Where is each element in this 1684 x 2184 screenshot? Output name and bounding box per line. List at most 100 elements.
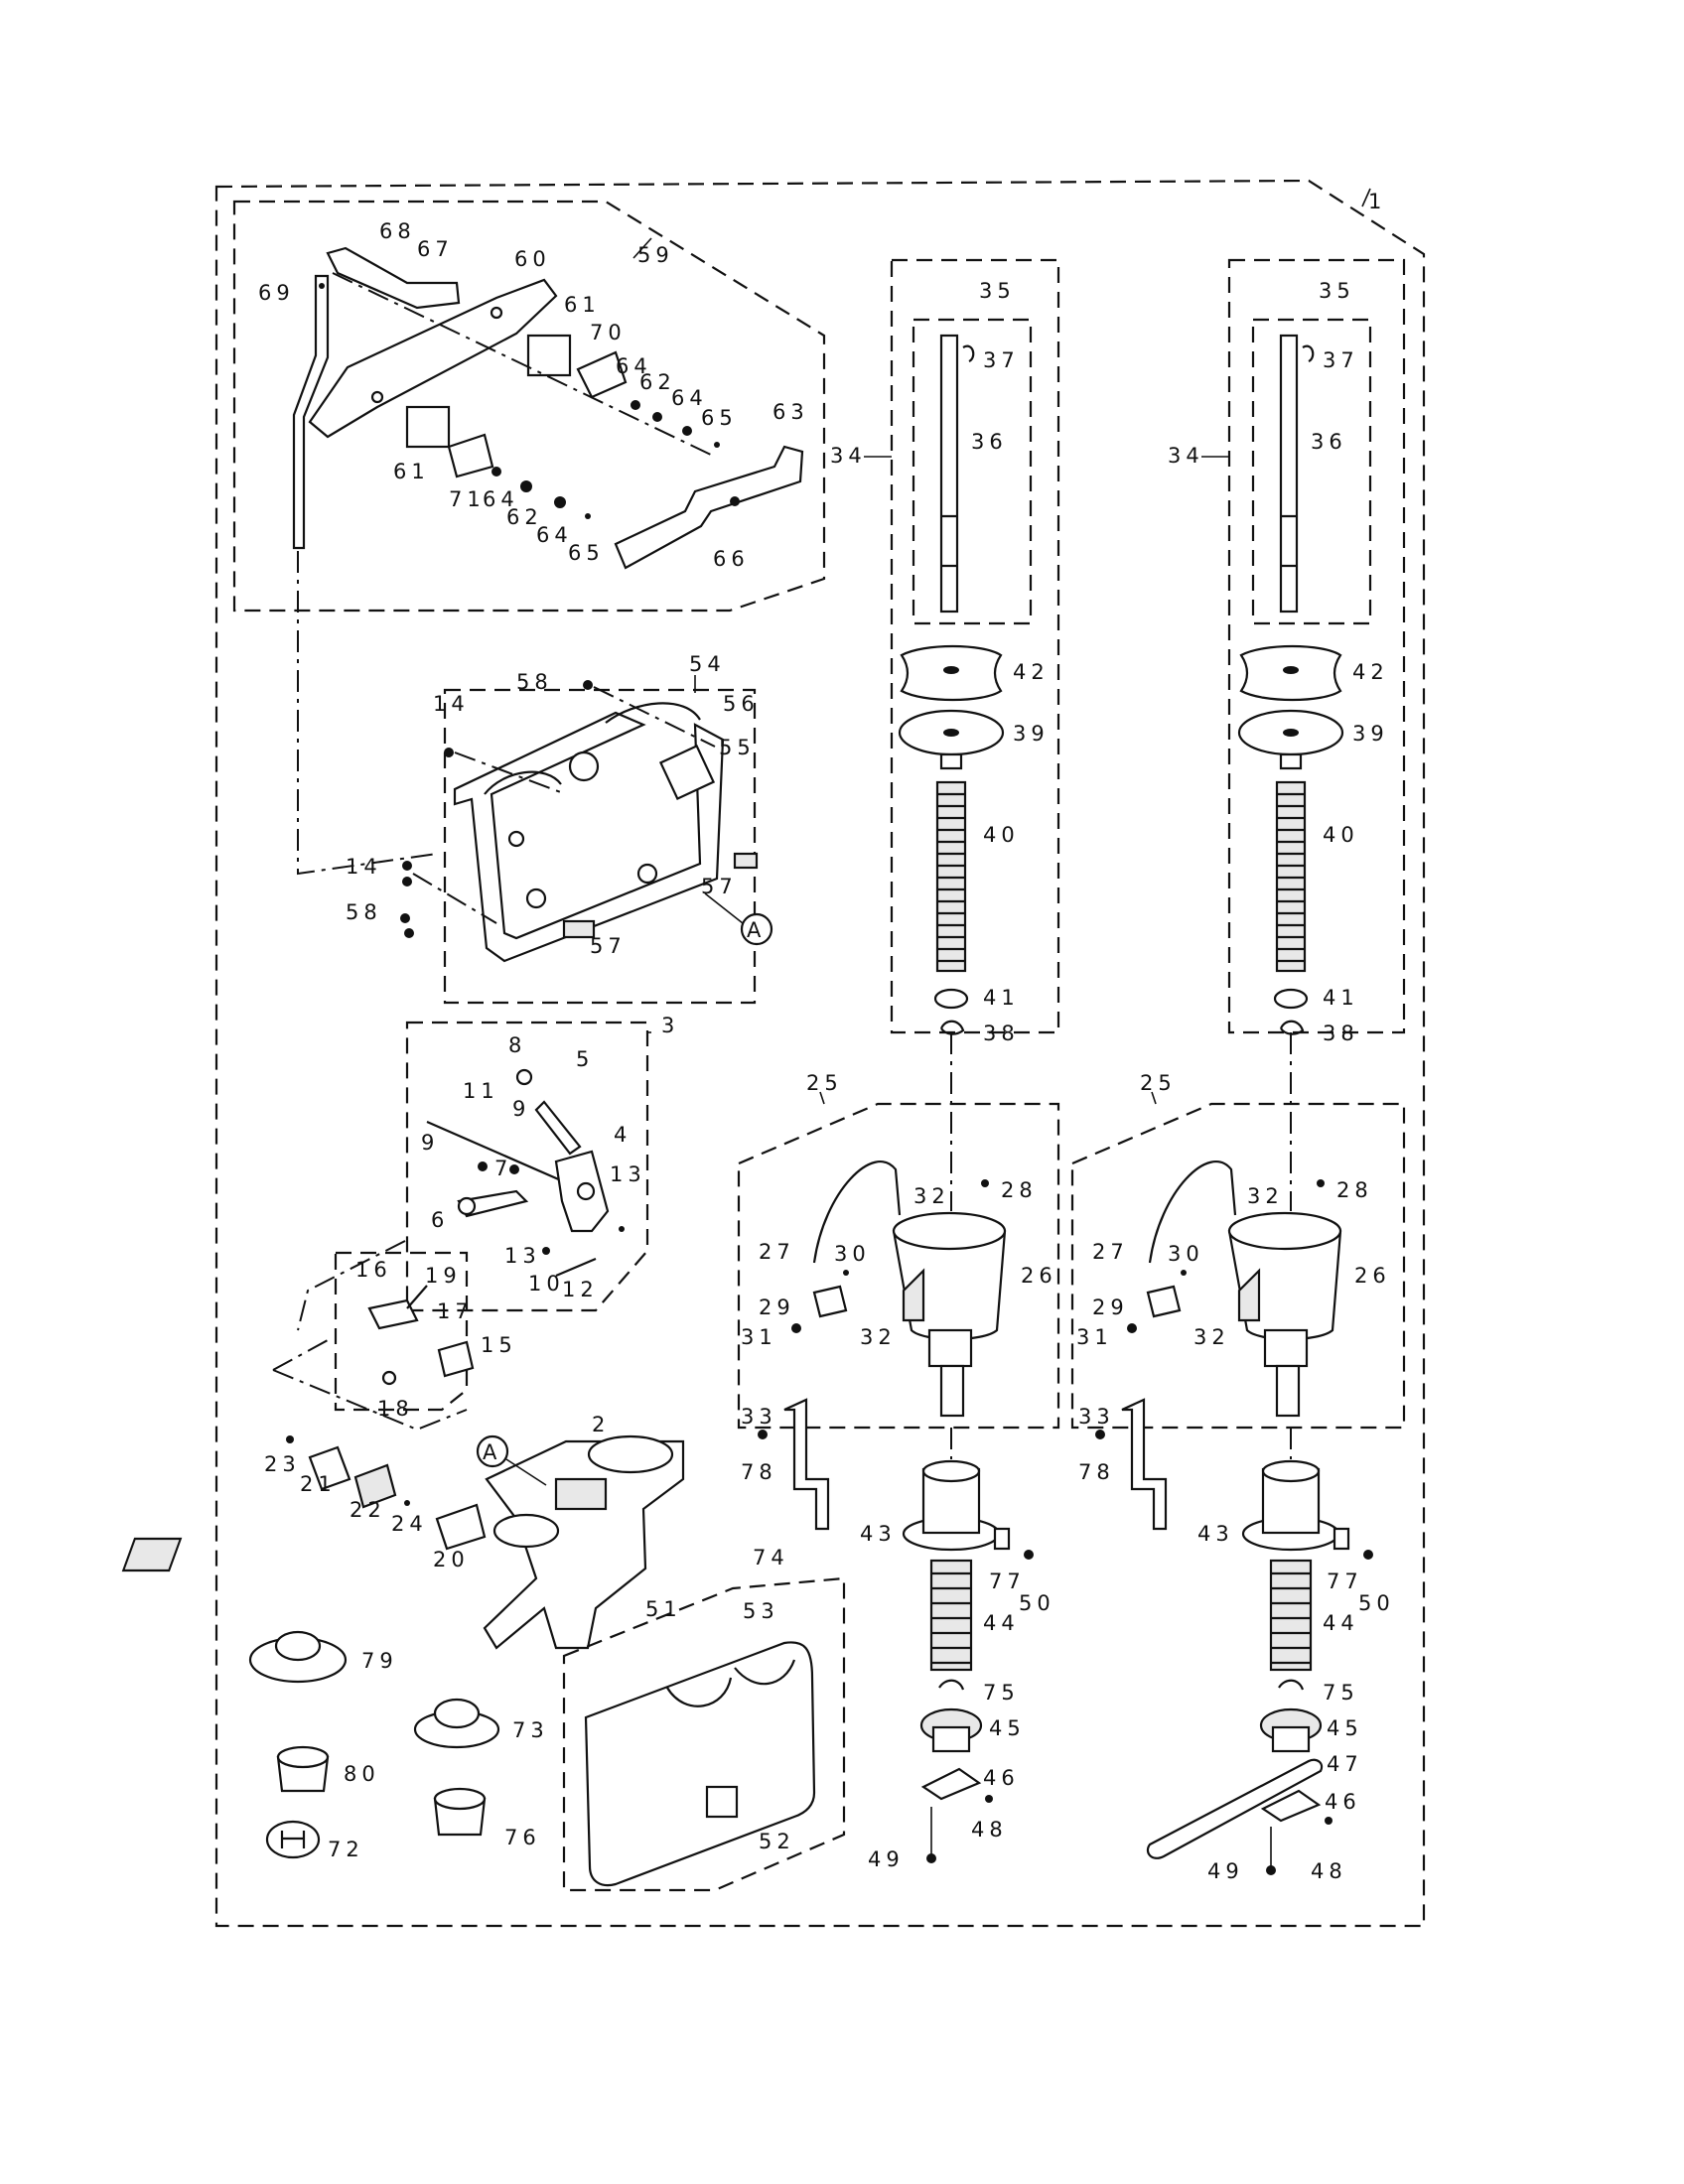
- callout-70: 70: [590, 321, 627, 344]
- frame-54: [453, 711, 725, 963]
- callout-52: 52: [759, 1830, 795, 1853]
- gear-45-left: [919, 1707, 983, 1753]
- callout-21: 21: [300, 1472, 337, 1496]
- e-ring-38-right: [1279, 1020, 1305, 1035]
- callout-14-top: 14: [433, 692, 470, 716]
- shaft-36-left: [939, 334, 959, 614]
- callout-61-top: 61: [564, 293, 601, 317]
- callout-33-right: 33: [1078, 1405, 1115, 1429]
- plate-46-right: [1260, 1789, 1322, 1823]
- callout-44-left: 44: [983, 1611, 1020, 1635]
- callout-77-right: 77: [1327, 1570, 1363, 1593]
- spring-44-left: [929, 1559, 973, 1672]
- callout-58-bottom: 58: [346, 900, 382, 924]
- e-ring-75-right: [1278, 1679, 1305, 1691]
- callout-37-left: 37: [983, 348, 1020, 372]
- callout-38-left: 38: [983, 1022, 1020, 1045]
- callout-78-right: 78: [1078, 1460, 1115, 1484]
- callout-64-c: 64: [483, 487, 519, 511]
- callout-64-a: 64: [616, 354, 652, 378]
- callout-34-right: 34: [1168, 444, 1204, 468]
- callout-30-left: 30: [834, 1242, 871, 1266]
- callout-35-right: 35: [1319, 279, 1355, 303]
- callout-18: 18: [377, 1397, 414, 1421]
- bracket-61-top: [526, 334, 572, 377]
- base-frame-2: [483, 1439, 685, 1650]
- hanger-wire-27-right: [1148, 1160, 1237, 1264]
- callout-12: 12: [562, 1278, 599, 1301]
- callout-47: 47: [1327, 1752, 1363, 1776]
- callout-64-b: 64: [671, 386, 708, 410]
- callout-49-right: 49: [1207, 1859, 1244, 1883]
- callout-46-right: 46: [1325, 1790, 1361, 1814]
- callout-71: 71: [449, 487, 486, 511]
- callout-49-left: 49: [868, 1847, 905, 1871]
- group-3-boundary: [405, 1021, 649, 1312]
- callout-64-d: 64: [536, 523, 573, 547]
- callout-36-right: 36: [1311, 430, 1347, 454]
- callout-65-top: 65: [701, 406, 738, 430]
- callout-46-left: 46: [983, 1766, 1020, 1790]
- belt-bar-47: [1146, 1758, 1324, 1859]
- callout-33-left: 33: [741, 1405, 777, 1429]
- group-25-boundary-right: [1070, 1102, 1406, 1430]
- callout-74: 74: [753, 1546, 789, 1570]
- callout-26-right: 26: [1354, 1264, 1391, 1288]
- flange-sleeve-43-left: [902, 1459, 1001, 1552]
- reference-marker-a-upper: [740, 912, 773, 946]
- callout-29-right: 29: [1092, 1296, 1129, 1319]
- callout-5: 5: [576, 1047, 594, 1071]
- callout-37-right: 37: [1323, 348, 1359, 372]
- bracket-61-bottom: [405, 405, 451, 449]
- callout-39-right: 39: [1352, 722, 1389, 746]
- callout-55: 55: [719, 736, 756, 759]
- callout-51: 51: [645, 1597, 682, 1621]
- cover-52: [584, 1641, 816, 1887]
- foot-79: [248, 1630, 348, 1684]
- callout-40-left: 40: [983, 823, 1020, 847]
- group-35-boundary-right: [1251, 318, 1372, 625]
- callout-41-right: 41: [1323, 986, 1359, 1010]
- callout-15: 15: [481, 1333, 517, 1357]
- label-74: [121, 1537, 183, 1572]
- group-51-boundary: [562, 1576, 846, 1892]
- group-54-boundary: [443, 688, 757, 1005]
- callout-43-left: 43: [860, 1522, 897, 1546]
- callout-80: 80: [344, 1762, 380, 1786]
- gear-shaft-20: [435, 1503, 487, 1551]
- callout-79: 79: [361, 1649, 398, 1673]
- latch-29-left: [812, 1285, 848, 1318]
- housing-21: [308, 1445, 351, 1491]
- spindle-column-right: [1070, 258, 1406, 1875]
- callout-16: 16: [355, 1258, 392, 1282]
- holder-16: [367, 1298, 419, 1330]
- bracket-71: [447, 433, 494, 478]
- callout-32-bottom-left: 32: [860, 1325, 897, 1349]
- lever-5: [534, 1100, 582, 1156]
- cap-80: [276, 1745, 330, 1793]
- washer-41-right: [1273, 988, 1309, 1010]
- callout-8: 8: [508, 1033, 526, 1057]
- reference-marker-a-lower: [476, 1434, 509, 1468]
- callout-28-right: 28: [1336, 1178, 1373, 1202]
- pin-37-left: [962, 344, 975, 362]
- callout-56: 56: [723, 692, 760, 716]
- callout-40-right: 40: [1323, 823, 1359, 847]
- e-ring-75-left: [938, 1679, 965, 1691]
- bracket-33-right: [1121, 1398, 1168, 1531]
- callout-42-right: 42: [1352, 660, 1389, 684]
- callout-25-right: 25: [1140, 1071, 1177, 1095]
- callout-67: 67: [417, 237, 454, 261]
- callout-17: 17: [437, 1299, 474, 1323]
- callout-25-left: 25: [806, 1071, 843, 1095]
- callout-1: 1: [1368, 190, 1386, 213]
- callout-39-left: 39: [1013, 722, 1050, 746]
- callout-60: 60: [514, 247, 551, 271]
- callout-57-bottom: 57: [590, 934, 627, 958]
- clip-72: [265, 1820, 321, 1859]
- callout-27-left: 27: [759, 1240, 795, 1264]
- callout-30-right: 30: [1168, 1242, 1204, 1266]
- callout-59: 59: [637, 243, 674, 267]
- callout-68: 68: [379, 219, 416, 243]
